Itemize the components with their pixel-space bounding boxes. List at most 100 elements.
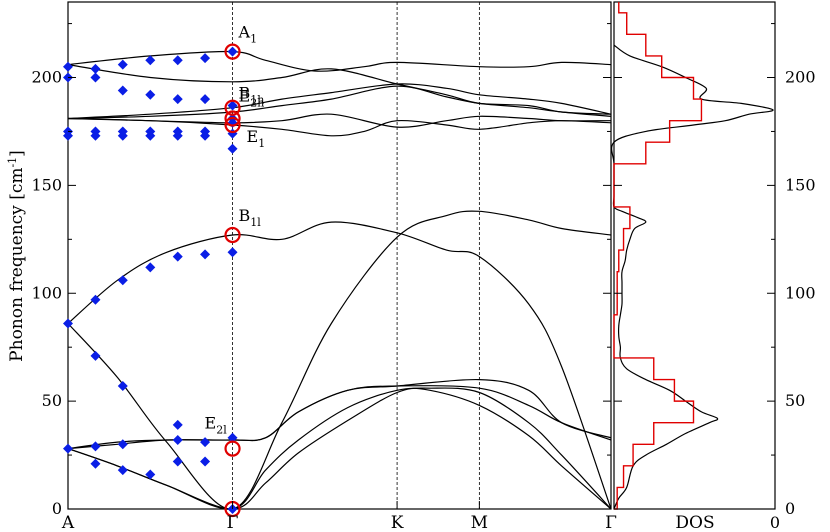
highlighted-mode-circle <box>224 43 241 60</box>
x-tick-label: Γ <box>227 513 239 532</box>
kpoint-gridlines <box>232 2 480 509</box>
dispersion-branch-4 <box>67 85 612 120</box>
experimental-point <box>90 350 101 361</box>
dos-y-tick-label: 0 <box>785 499 795 518</box>
experimental-point <box>117 465 128 476</box>
experimental-point <box>172 130 183 141</box>
mode-label: E1 <box>247 127 266 150</box>
experimental-point <box>172 55 183 66</box>
mode-label-base: E <box>239 87 251 106</box>
experimental-point <box>90 294 101 305</box>
dispersion-branch-7 <box>67 221 612 510</box>
experimental-point <box>117 381 128 392</box>
experimental-point <box>63 318 73 329</box>
experimental-point <box>90 130 101 141</box>
experimental-point <box>90 63 101 74</box>
mode-label-base: B <box>239 84 251 103</box>
dispersion-branch-1 <box>67 50 612 72</box>
x-tick-label: M <box>471 513 488 532</box>
highlighted-mode-circle <box>224 226 241 244</box>
y-tick-label: 0 <box>52 499 62 518</box>
highlighted-modes <box>224 43 241 518</box>
x-tick-label: A <box>61 513 75 532</box>
highlighted-mode-circle <box>224 99 241 116</box>
experimental-point <box>145 55 156 66</box>
experimental-point <box>172 251 183 262</box>
highlighted-mode-circle <box>224 110 241 127</box>
x-tick-label: K <box>391 513 404 532</box>
dos-curves <box>611 2 774 510</box>
y-axis-ticks: 0 50 100 150 200 <box>31 23 611 518</box>
highlighted-mode-circle <box>224 116 241 134</box>
dispersion-branch-12 <box>67 387 612 510</box>
experimental-point <box>63 61 73 72</box>
dispersion-branch-10 <box>67 378 612 450</box>
mode-label-sub: 1h <box>250 94 264 107</box>
experimental-point <box>172 94 183 105</box>
experimental-point <box>200 249 211 260</box>
experimental-point <box>117 59 128 70</box>
dos-x-axis-label: DOS <box>675 513 714 532</box>
mode-label-sub: 1 <box>250 33 257 46</box>
mode-label-base: A <box>238 23 251 42</box>
y-tick-label: 150 <box>31 175 62 194</box>
experimental-point <box>117 439 128 450</box>
dispersion-branch-11 <box>67 387 612 510</box>
mode-label: E2h <box>239 87 265 110</box>
experimental-point <box>172 456 183 467</box>
experimental-point <box>200 437 211 448</box>
dispersion-plot-frame <box>67 1 612 510</box>
dispersion-branches <box>67 50 612 510</box>
dos-y-tick-label: 200 <box>785 68 816 87</box>
experimental-point <box>117 130 128 141</box>
mode-label-base: E <box>205 414 217 433</box>
experimental-point <box>227 247 238 258</box>
experimental-point <box>63 130 73 141</box>
y-tick-label: 50 <box>42 391 62 410</box>
experimental-point <box>200 130 211 141</box>
mode-label-base: E <box>247 127 259 146</box>
experimental-point <box>200 53 211 64</box>
mode-label: B1l <box>239 206 262 229</box>
experimental-point <box>90 72 101 83</box>
experimental-point <box>145 130 156 141</box>
dos-histogram <box>613 2 703 510</box>
experimental-point <box>145 262 156 273</box>
mode-label-sub: 2h <box>250 97 264 110</box>
x-tick-label: Γ <box>605 513 617 532</box>
mode-label-sub: 1l <box>250 216 261 229</box>
dispersion-branch-2 <box>67 64 612 115</box>
experimental-points <box>63 46 238 514</box>
experimental-point <box>172 434 183 445</box>
experimental-point <box>90 441 101 452</box>
y-tick-label: 100 <box>31 283 62 302</box>
mode-label: E2l <box>205 414 228 437</box>
experimental-point <box>227 432 238 443</box>
experimental-point <box>172 419 183 430</box>
experimental-point <box>227 100 238 111</box>
experimental-point <box>227 46 238 57</box>
mode-label: B1h <box>239 84 265 107</box>
dos-calculated-curve <box>611 44 774 510</box>
experimental-point <box>200 94 211 105</box>
dos-y-tick-label: 150 <box>785 175 816 194</box>
mode-label-base: B <box>239 206 251 225</box>
experimental-point <box>227 143 238 154</box>
experimental-point <box>63 443 73 454</box>
y-axis-label: Phonon frequency [cm-1] <box>6 150 28 362</box>
dispersion-branch-8 <box>67 210 612 510</box>
dispersion-branch-3 <box>67 83 612 120</box>
mode-label-sub: 2l <box>216 424 227 437</box>
experimental-point <box>117 275 128 286</box>
experimental-point <box>200 456 211 467</box>
y-axis-label-unit-power: -1 <box>6 157 19 168</box>
y-axis-label-close: ] <box>7 150 27 157</box>
mode-label: A1 <box>238 23 258 46</box>
y-tick-label: 200 <box>31 68 62 87</box>
